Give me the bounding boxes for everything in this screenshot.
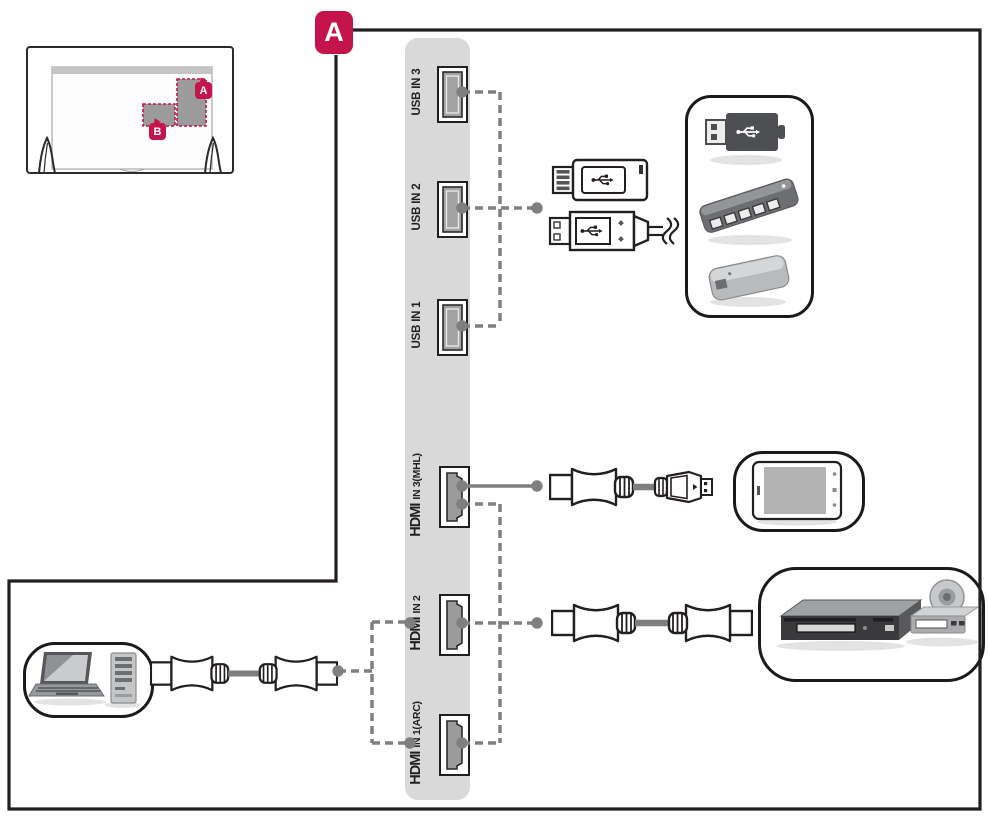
usb-wires: [462, 90, 537, 328]
tv-rear-illustration: [26, 46, 234, 174]
usb-in-2-port: [437, 181, 468, 238]
tv-badge-b-letter: B: [153, 125, 162, 138]
disc-player-icon: [906, 579, 980, 647]
usb-in-2-label: USB IN 2: [411, 183, 423, 231]
tv-back-top-band: [52, 67, 212, 74]
hdmi-in-1-name: IN 1(ARC): [411, 701, 423, 748]
usb-in-3-port: [437, 66, 468, 123]
section-badge-a: A: [315, 11, 353, 54]
av-devices-box: [758, 567, 985, 682]
mhl-cable: [549, 467, 713, 507]
tv-badge-a-letter: A: [199, 84, 208, 97]
tv-badge-b: B: [149, 123, 166, 140]
hdmi-in-2-port: [439, 594, 470, 656]
hdmi-cable: [551, 603, 753, 643]
desktop-tower-icon: [105, 652, 141, 708]
hdmi-in-3-socket: [446, 472, 463, 522]
usb-in-1-port: [437, 299, 468, 356]
hdmi-cable: [150, 655, 338, 692]
usb-in-2-socket: [442, 186, 463, 233]
hdmi-in-3-name: IN 3(MHL): [411, 453, 423, 500]
hdmi-in-2-socket: [446, 600, 463, 650]
hdmi-in-1-port: [439, 714, 470, 776]
tv-badge-a: A: [195, 82, 212, 99]
hdmi-logo-text: HDMI: [408, 751, 424, 785]
usb-in-1-socket: [442, 304, 463, 351]
hdmi-in-1-socket: [446, 720, 463, 770]
hdmi-logo-text: HDMI: [408, 617, 424, 651]
usb-in-1-label: USB IN 1: [411, 301, 423, 349]
dvd-player-icon: [777, 599, 923, 651]
hdmi-in-3-label: HDMI IN 3(MHL): [407, 430, 425, 560]
hdmi-logo-text: HDMI: [408, 503, 424, 537]
hdmi-in-3-port: [439, 466, 470, 528]
hdmi-in-2-name: IN 2: [411, 595, 423, 614]
usb-in-3-socket: [442, 71, 463, 118]
hdmi-in-1-label: HDMI IN 1(ARC): [407, 678, 425, 808]
usb-hub-icon: [699, 178, 799, 245]
usb-flash-connector: [551, 158, 649, 202]
usb-devices-box: [685, 95, 814, 318]
usb-cable-connector: [548, 210, 680, 252]
laptop-icon: [28, 652, 106, 706]
section-badge-letter: A: [324, 17, 344, 47]
external-hdd-icon: [708, 255, 790, 307]
smartphone-icon: [751, 460, 843, 526]
hdmi-in-2-label: HDMI IN 2: [407, 558, 425, 688]
usb-flash-drive-icon: [705, 113, 785, 165]
smartphone-box: [733, 451, 865, 532]
usb-in-3-label: USB IN 3: [411, 68, 423, 116]
pc-box: [23, 642, 154, 718]
